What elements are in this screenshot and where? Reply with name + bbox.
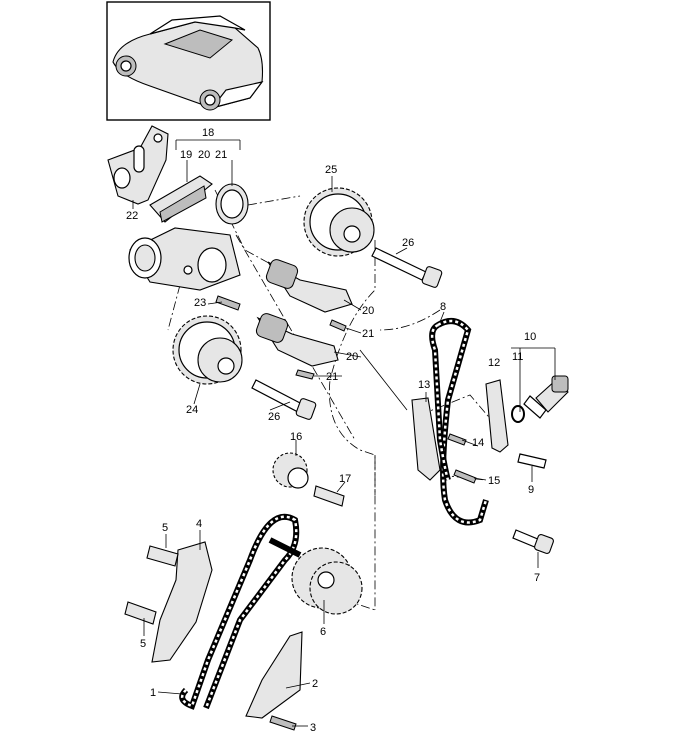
cam-adjuster-24 bbox=[172, 315, 243, 385]
callout-4: 4 bbox=[196, 518, 202, 530]
screw-21-b bbox=[295, 369, 315, 380]
tensioner-rail-2 bbox=[245, 631, 303, 719]
screw-14 bbox=[447, 433, 467, 446]
callout-8: 8 bbox=[440, 301, 446, 313]
callout-5-upper: 5 bbox=[162, 522, 168, 534]
callout-20-top: 20 bbox=[198, 149, 210, 161]
callout-17: 17 bbox=[339, 473, 351, 485]
screw-23 bbox=[215, 295, 241, 311]
callout-14: 14 bbox=[472, 437, 484, 449]
callout-25: 25 bbox=[325, 164, 337, 176]
screw-3 bbox=[269, 715, 297, 731]
callout-16: 16 bbox=[290, 431, 302, 443]
tensioner-rail-13 bbox=[411, 397, 441, 481]
gasket-22 bbox=[107, 125, 169, 205]
screw-21-a bbox=[329, 319, 347, 332]
callout-23: 23 bbox=[194, 297, 206, 309]
callout-2: 2 bbox=[312, 678, 318, 690]
timing-chain-1 bbox=[179, 513, 302, 710]
callout-21-mid: 21 bbox=[362, 328, 374, 340]
callout-5-lower: 5 bbox=[140, 638, 146, 650]
callout-21-low: 21 bbox=[326, 371, 338, 383]
callout-20-mid: 20 bbox=[362, 305, 374, 317]
guide-rail-4 bbox=[151, 541, 213, 663]
callout-15: 15 bbox=[488, 475, 500, 487]
callout-12: 12 bbox=[488, 357, 500, 369]
sprocket-16 bbox=[272, 452, 309, 489]
bolt-7 bbox=[512, 529, 554, 554]
callout-24: 24 bbox=[186, 404, 198, 416]
bolt-26-upper bbox=[371, 247, 443, 288]
callout-7: 7 bbox=[534, 572, 540, 584]
callout-26-upper: 26 bbox=[402, 237, 414, 249]
solenoid-valve-upper bbox=[265, 259, 353, 313]
vehicle-thumbnail bbox=[106, 1, 271, 121]
timing-chain-8 bbox=[429, 318, 489, 526]
callout-6: 6 bbox=[320, 626, 326, 638]
callout-18: 18 bbox=[202, 127, 214, 139]
callout-1: 1 bbox=[150, 687, 156, 699]
callout-11: 11 bbox=[512, 351, 523, 363]
crank-sprocket-6 bbox=[291, 547, 363, 615]
solenoid-valve-lower bbox=[255, 313, 339, 367]
leader-lines bbox=[132, 139, 556, 727]
guide-rail-12 bbox=[485, 379, 509, 453]
pin-5-lower bbox=[124, 601, 157, 625]
chain-tensioner-10 bbox=[523, 375, 569, 419]
pin-5-upper bbox=[146, 545, 179, 567]
camshaft-housing bbox=[128, 175, 249, 291]
callout-21-top: 21 bbox=[215, 149, 227, 161]
callout-20-low: 20 bbox=[346, 351, 358, 363]
callout-3: 3 bbox=[310, 722, 316, 734]
bolt-26-lower bbox=[251, 379, 317, 420]
pin-9 bbox=[517, 453, 547, 469]
callout-26-lower: 26 bbox=[268, 411, 280, 423]
callout-19: 19 bbox=[180, 149, 192, 161]
bolt-17 bbox=[313, 485, 345, 507]
cam-adjuster-25 bbox=[303, 187, 375, 257]
callout-labels: 1 2 3 4 5 5 6 7 8 9 10 11 12 13 14 15 16… bbox=[126, 127, 540, 734]
callout-22: 22 bbox=[126, 210, 138, 222]
screw-15 bbox=[453, 469, 477, 484]
callout-9: 9 bbox=[528, 484, 534, 496]
seal-ring-11 bbox=[511, 405, 525, 423]
callout-13: 13 bbox=[418, 379, 430, 391]
callout-10: 10 bbox=[524, 331, 536, 343]
